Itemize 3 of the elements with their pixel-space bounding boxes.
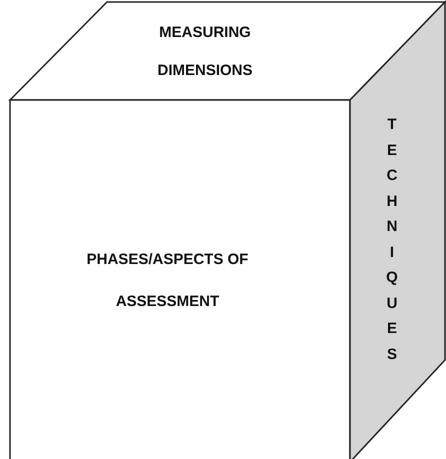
face-label: PHASES/ASPECTS OF ASSESSMENT (86, 250, 250, 312)
face-label: MEASURING DIMENSIONS (156, 23, 254, 81)
vertical-face-label: TECHNIQUES (386, 115, 398, 364)
